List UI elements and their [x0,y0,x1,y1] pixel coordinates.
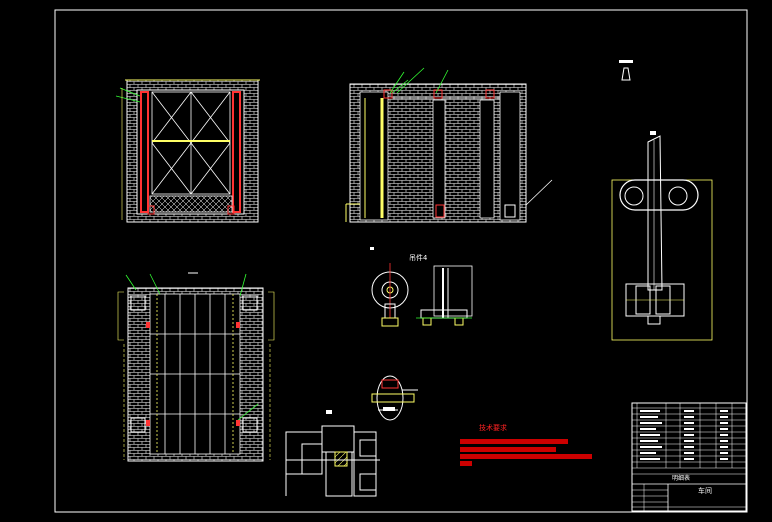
drive-mechanism-detail [285,410,380,497]
technical-requirements: 技术要求 [460,423,592,466]
plan-view [117,272,275,462]
table-header: 明细表 [672,474,690,482]
tech-title: 技术要求 [479,423,507,432]
parts-list-table: 明细表 车间 [631,402,747,512]
lifting-assembly-detail [611,60,713,341]
front-view [115,79,260,223]
title-block-text: 车间 [698,486,712,495]
side-elevation [345,67,553,223]
detail-label: 吊件4 [409,253,427,262]
drawing-border [54,9,748,513]
hanger-detail-4: 吊件4 [370,247,473,327]
pin-detail [371,375,418,421]
